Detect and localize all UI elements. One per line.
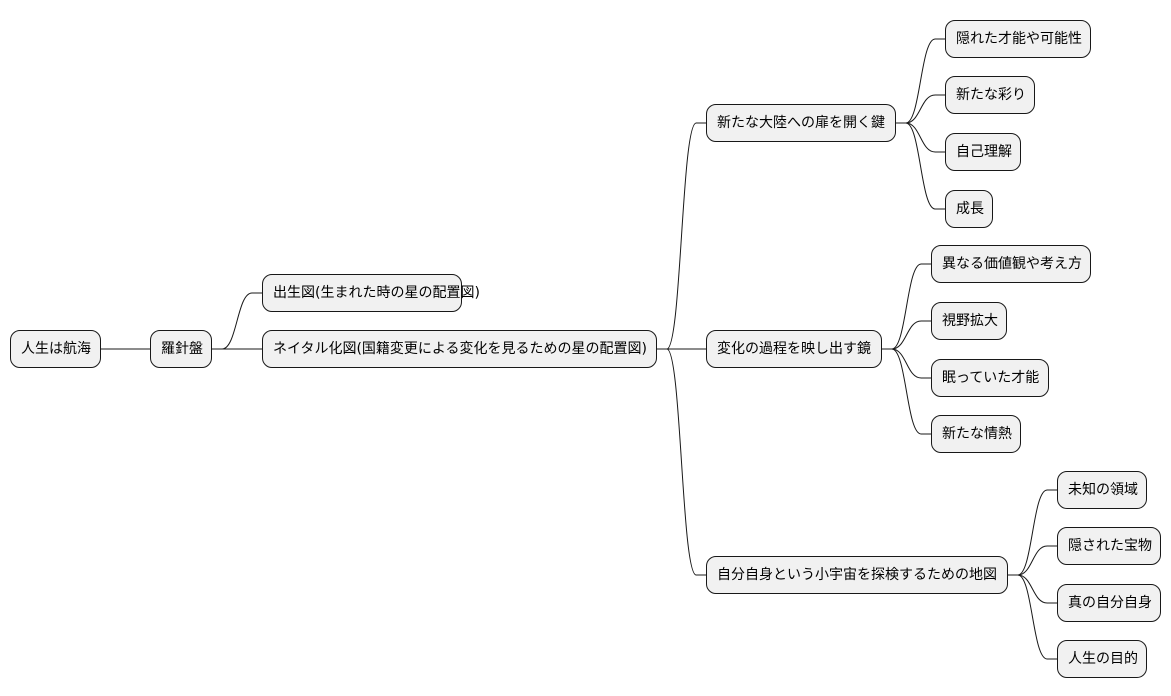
connector-line (657, 122, 706, 350)
connector-line (882, 263, 931, 350)
connector-line (1008, 574, 1057, 660)
mirror-node: 変化の過程を映し出す鏡 (706, 330, 882, 368)
connector-line (882, 320, 931, 350)
mirror-child-node: 眠っていた才能 (931, 359, 1049, 397)
connector-line (896, 122, 945, 210)
compass-node: 羅針盤 (150, 330, 212, 368)
key-child-node: 隠れた才能や可能性 (945, 20, 1091, 58)
key-child-node: 成長 (945, 190, 993, 228)
map-child-node: 隠された宝物 (1057, 527, 1161, 565)
key-node: 新たな大陸への扉を開く鍵 (706, 104, 896, 142)
birth-chart-node: 出生図(生まれた時の星の配置図) (262, 274, 480, 312)
connector-line (1008, 545, 1057, 576)
map-child-node: 未知の領域 (1057, 471, 1147, 509)
map-child-node: 真の自分自身 (1057, 584, 1161, 622)
connector-line (1008, 489, 1057, 576)
connector-line (896, 38, 945, 124)
mirror-child-node: 視野拡大 (931, 302, 1007, 340)
map-child-node: 人生の目的 (1057, 640, 1147, 678)
key-child-node: 新たな彩り (945, 76, 1035, 114)
root-node: 人生は航海 (10, 330, 101, 368)
connector-line (212, 292, 262, 350)
key-child-node: 自己理解 (945, 133, 1021, 171)
connector-line (896, 122, 945, 153)
connector-line (882, 348, 931, 435)
connector-line (882, 348, 931, 379)
connector-line (1008, 574, 1057, 604)
map-node: 自分自身という小宇宙を探検するための地図 (706, 556, 1008, 594)
mirror-child-node: 新たな情熱 (931, 415, 1021, 453)
connector-line (657, 348, 706, 576)
mirror-child-node: 異なる価値観や考え方 (931, 245, 1091, 283)
natal-change-chart-node: ネイタル化図(国籍変更による変化を見るための星の配置図) (262, 330, 657, 368)
connector-line (896, 94, 945, 124)
